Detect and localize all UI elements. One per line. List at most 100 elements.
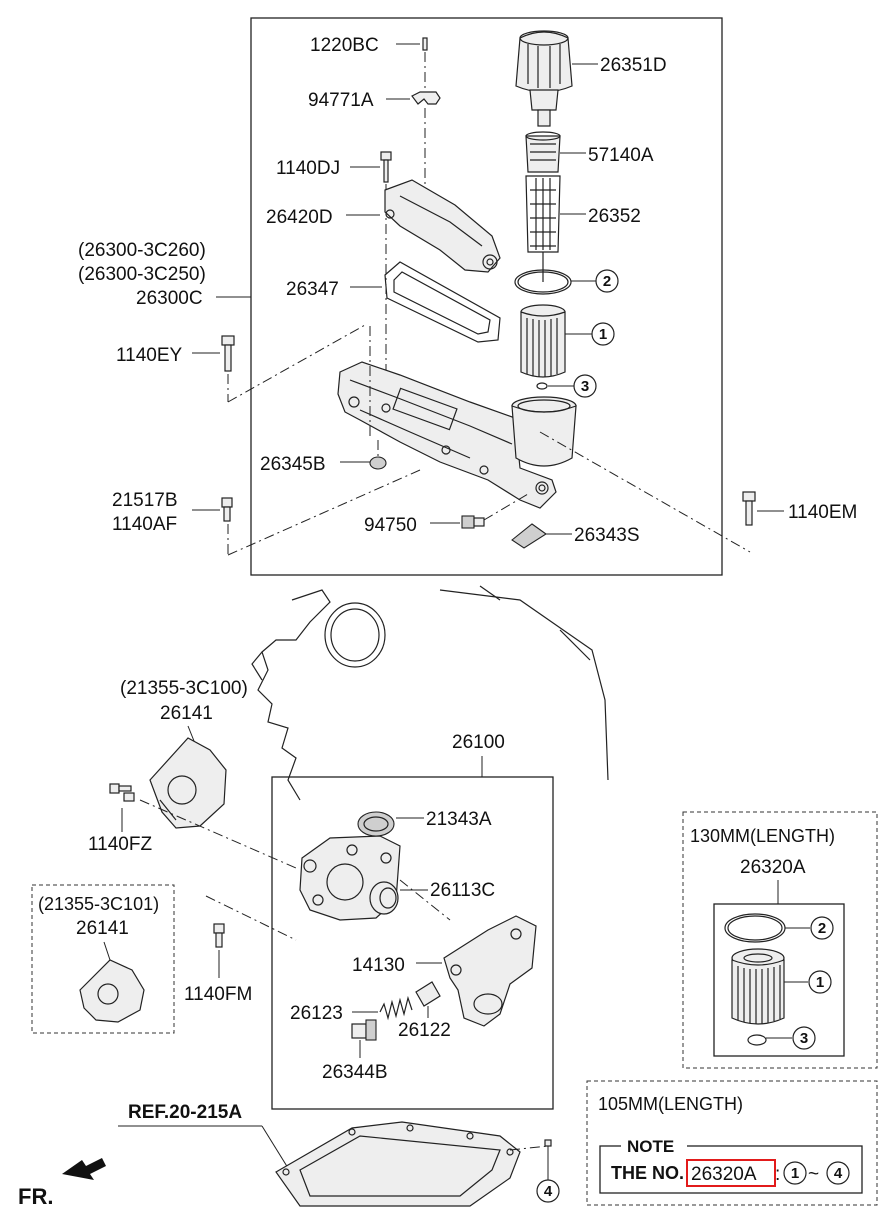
label-26122: 26122 xyxy=(398,1020,451,1041)
bolt-21517B[interactable] xyxy=(192,497,233,555)
bolt-1140FM[interactable] xyxy=(205,895,297,978)
note-part-26320A[interactable]: 26320A xyxy=(691,1164,757,1185)
label-1140AF: 1140AF xyxy=(112,514,177,535)
label-94771A: 94771A xyxy=(308,90,374,111)
kit-oring-callout-2[interactable] xyxy=(724,913,810,943)
note-tilde: ~ xyxy=(808,1164,819,1185)
label-26343S: 26343S xyxy=(574,525,640,546)
callout-2-upper: 2 xyxy=(595,269,619,293)
note-box xyxy=(599,1145,863,1194)
label-21517B: 21517B xyxy=(112,490,178,511)
filter-kit-part-26320A: 26320A xyxy=(740,857,806,878)
oring-callout-3[interactable] xyxy=(536,382,574,390)
drain-plug-callout-4[interactable]: 4 xyxy=(536,1139,560,1203)
oil-pan[interactable] xyxy=(275,1121,549,1207)
filter-element-callout-1[interactable] xyxy=(520,304,592,378)
bolt-1140DJ[interactable] xyxy=(350,151,392,370)
timing-cover-26141-a[interactable] xyxy=(149,725,227,829)
label-1140EM: 1140EM xyxy=(788,502,857,523)
seal-26113C[interactable] xyxy=(369,881,428,915)
kit-oring-callout-3[interactable] xyxy=(747,1034,792,1046)
svg-text:2: 2 xyxy=(603,273,611,290)
filter-cap-26351D[interactable] xyxy=(515,30,598,127)
plunger-26122[interactable] xyxy=(415,981,441,1018)
note-title: NOTE xyxy=(627,1137,674,1156)
label-26347: 26347 xyxy=(286,279,339,300)
kit-filter-element-callout-1[interactable] xyxy=(731,948,808,1025)
gasket-21343A[interactable] xyxy=(357,811,424,837)
label-1140FM: 1140FM xyxy=(184,984,252,1005)
label-1140FZ: 1140FZ xyxy=(88,834,152,855)
ref-leader xyxy=(261,1125,289,1169)
label-26300-3C250: (26300-3C250) xyxy=(78,264,206,285)
svg-text:4: 4 xyxy=(834,1165,843,1182)
bracket-94771A[interactable] xyxy=(386,91,441,240)
oil-pump-box xyxy=(271,776,554,1110)
strainer-14130[interactable] xyxy=(416,915,537,1027)
front-label: FR. xyxy=(18,1184,53,1209)
label-1140DJ: 1140DJ xyxy=(276,158,340,179)
label-26113C: 26113C xyxy=(430,880,495,901)
spring-26123[interactable] xyxy=(352,995,413,1021)
engine-block-outline xyxy=(251,585,609,801)
filter-kit-length-105: 105MM(LENGTH) xyxy=(598,1094,743,1114)
filter-housing[interactable] xyxy=(337,361,577,509)
filter-kit-length-130: 130MM(LENGTH) xyxy=(690,826,835,846)
kit-callout-1: 1 xyxy=(808,970,832,994)
plug-26344B[interactable] xyxy=(351,1019,377,1058)
svg-text:3: 3 xyxy=(581,378,589,395)
ref-label[interactable]: REF.20-215A xyxy=(128,1102,242,1123)
front-arrow-icon xyxy=(62,1158,106,1180)
svg-text:1: 1 xyxy=(816,974,824,991)
label-1140EY: 1140EY xyxy=(116,345,183,366)
bolt-1140EM[interactable] xyxy=(742,491,784,526)
svg-text:1: 1 xyxy=(599,326,607,343)
label-21355-3C100: (21355-3C100) xyxy=(120,678,248,699)
filter-kit-105mm-box xyxy=(586,1080,878,1206)
filter-frame-26352[interactable] xyxy=(525,175,586,282)
axis-line-1140AF xyxy=(227,469,421,556)
sensor-94750[interactable] xyxy=(430,493,529,529)
note-range-from: 1 xyxy=(783,1161,807,1185)
kit-callout-3: 3 xyxy=(792,1026,816,1050)
label-26345B: 26345B xyxy=(260,454,326,475)
label-1220BC: 1220BC xyxy=(310,35,379,56)
filter-kit-130mm-box xyxy=(682,811,878,1069)
part-26343S[interactable] xyxy=(511,523,572,549)
svg-text:4: 4 xyxy=(544,1183,553,1200)
label-26141-b: 26141 xyxy=(76,918,129,939)
bolt-1140FZ[interactable] xyxy=(109,783,297,869)
timing-cover-26141-b[interactable] xyxy=(79,941,145,1023)
oring-26345B[interactable] xyxy=(340,440,387,470)
cover-26420D[interactable] xyxy=(346,179,501,273)
oring-callout-2[interactable] xyxy=(514,269,596,295)
axis-line-1140EM xyxy=(539,431,751,553)
label-94750: 94750 xyxy=(364,515,417,536)
label-26300C: 26300C xyxy=(136,288,203,309)
label-26344B: 26344B xyxy=(322,1062,388,1083)
gasket-26347[interactable] xyxy=(350,261,501,343)
note-prefix: THE NO. xyxy=(611,1163,684,1183)
label-26420D: 26420D xyxy=(266,207,333,228)
label-26300-3C260: (26300-3C260) xyxy=(78,240,206,261)
callout-1-upper: 1 xyxy=(591,322,615,346)
note-colon: : xyxy=(775,1164,780,1185)
label-21355-3C101: (21355-3C101) xyxy=(38,894,159,914)
label-26351D: 26351D xyxy=(600,55,667,76)
alt-cover-box xyxy=(31,884,175,1034)
label-26100: 26100 xyxy=(452,732,505,753)
note-range-to: 4 xyxy=(826,1161,850,1185)
label-26141-a: 26141 xyxy=(160,703,213,724)
bolt-1140EY[interactable] xyxy=(192,324,366,403)
label-26123: 26123 xyxy=(290,1003,343,1024)
label-57140A: 57140A xyxy=(588,145,654,166)
svg-text:1: 1 xyxy=(791,1165,799,1182)
kit-callout-2: 2 xyxy=(810,916,834,940)
filter-kit-inner-box xyxy=(713,903,845,1057)
note-part-highlight[interactable] xyxy=(686,1159,776,1187)
bolt-1220BC[interactable] xyxy=(396,37,428,90)
part-57140A[interactable] xyxy=(525,131,586,173)
callout-3-upper: 3 xyxy=(573,374,597,398)
svg-text:3: 3 xyxy=(800,1030,808,1047)
